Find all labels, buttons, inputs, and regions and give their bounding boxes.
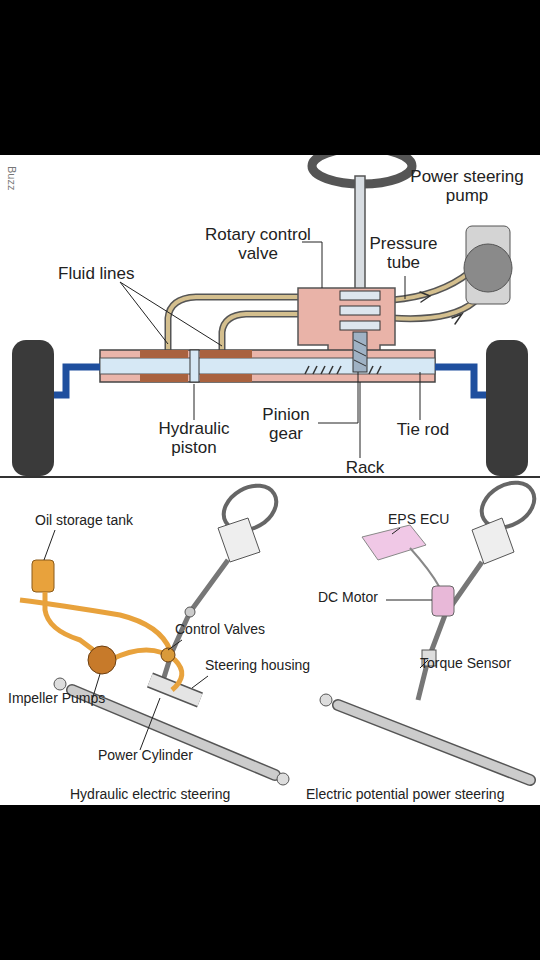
part-label: Hydraulic piston — [142, 419, 246, 457]
part-label: Rotary control valve — [188, 225, 328, 263]
tie-rod — [435, 367, 486, 395]
part-label: Impeller Pumps — [8, 691, 128, 707]
wheel — [12, 340, 54, 476]
part-label: Pinion gear — [252, 405, 320, 443]
part-label: Hydraulic electric steering — [70, 787, 280, 803]
part-label: Pressure tube — [356, 234, 451, 272]
valve-housing — [298, 288, 395, 352]
part-label: Power steering pump — [398, 167, 536, 205]
rack-teeth — [305, 366, 381, 374]
part-label: DC Motor — [318, 590, 398, 606]
wheel — [486, 340, 528, 476]
leader-lines — [120, 242, 420, 458]
part-label: Tie rod — [383, 420, 463, 439]
rack — [100, 358, 435, 374]
panel — [0, 155, 540, 805]
rack-housing — [100, 350, 435, 382]
watermark: Buzz — [6, 158, 18, 198]
part-label: Power Cylinder — [98, 748, 218, 764]
part-label: Rack — [335, 458, 395, 477]
part-label: Steering housing — [205, 658, 335, 674]
part-label: Torque Sensor — [420, 656, 538, 672]
eps-system — [320, 474, 540, 780]
pinion-gear — [353, 332, 367, 372]
part-label: EPS ECU — [388, 512, 478, 528]
pump-rotor — [464, 244, 512, 292]
part-label: Fluid lines — [58, 264, 168, 283]
part-label: Control Valves — [175, 622, 295, 638]
part-label: Oil storage tank — [35, 513, 165, 529]
leader-lines — [44, 528, 432, 750]
part-label: Electric potential power steering — [306, 787, 540, 803]
hydraulic-piston — [190, 350, 199, 382]
tie-rod — [54, 367, 100, 395]
